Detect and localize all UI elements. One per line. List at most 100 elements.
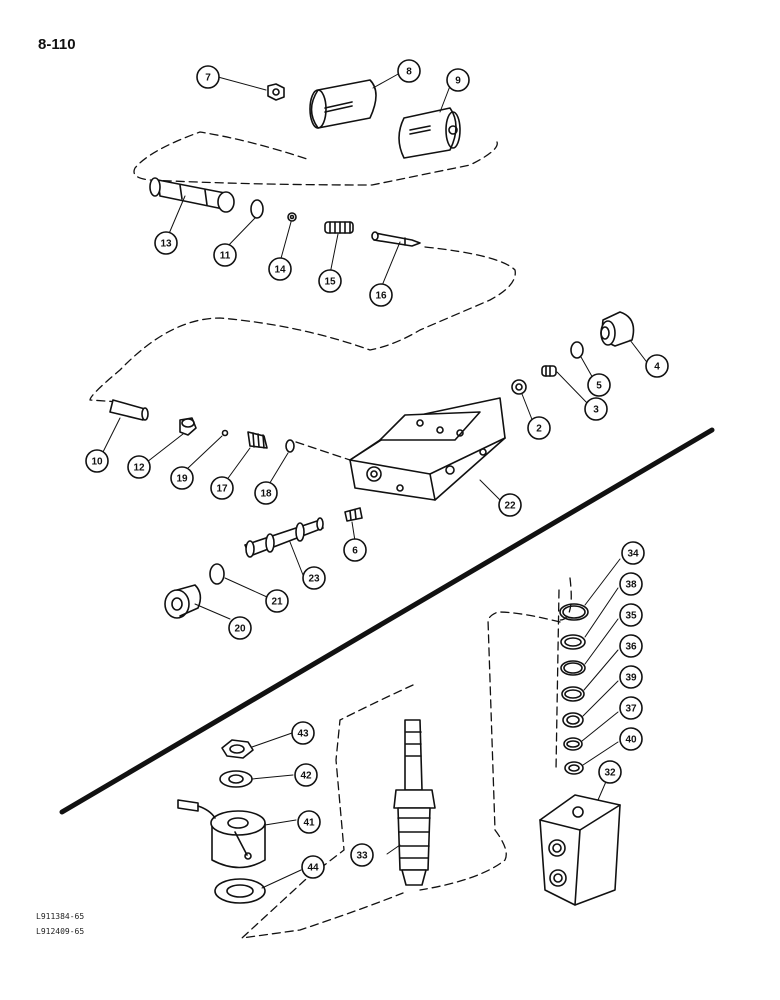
callout-label: 17	[216, 484, 228, 495]
group-outline-lines	[89, 131, 572, 939]
callout-label: 12	[133, 463, 145, 474]
section-divider-line	[59, 427, 715, 815]
ring-part-39	[562, 712, 584, 728]
callout-circle	[369, 283, 393, 307]
sleeve-part-8	[309, 79, 377, 129]
drawing-id-1: L911384-65	[36, 912, 85, 921]
callout-39: 39	[619, 665, 643, 689]
fitting-part-4	[600, 311, 635, 347]
leader-lines	[102, 72, 650, 889]
callout-label: 7	[205, 73, 211, 84]
callout-circle	[619, 634, 643, 658]
coil-part-41	[177, 799, 266, 869]
callout-21: 21	[265, 589, 289, 613]
valve-block-part-32	[539, 794, 621, 906]
callout-circle	[587, 373, 611, 397]
callout-label: 38	[625, 580, 637, 591]
callout-5: 5	[587, 373, 611, 397]
callout-8: 8	[397, 59, 421, 83]
callout-label: 14	[274, 265, 286, 276]
callout-40: 40	[619, 727, 643, 751]
callout-33: 33	[350, 843, 374, 867]
callout-label: 5	[596, 381, 602, 392]
callout-circle	[291, 721, 315, 745]
callout-19: 19	[170, 466, 194, 490]
callout-label: 34	[627, 549, 639, 560]
callout-circle	[265, 589, 289, 613]
valve-body-part-22	[349, 397, 506, 501]
callout-label: 4	[654, 362, 660, 373]
callout-circle	[170, 466, 194, 490]
callout-13: 13	[154, 231, 178, 255]
callout-42: 42	[294, 763, 318, 787]
callout-label: 21	[271, 597, 283, 608]
callout-circle	[213, 243, 237, 267]
callout-label: 2	[536, 424, 542, 435]
callout-2: 2	[527, 416, 551, 440]
fitting-part-17	[247, 431, 268, 449]
callout-label: 43	[297, 729, 309, 740]
callout-label: 10	[91, 457, 103, 468]
pin-part-10	[109, 399, 149, 421]
seal-ring-stack	[559, 603, 589, 775]
callout-circle	[619, 727, 643, 751]
callout-43: 43	[291, 721, 315, 745]
cartridge-valve-part-33	[393, 719, 436, 886]
washer-part-42	[219, 770, 253, 788]
nut-part-7	[267, 83, 285, 101]
callout-label: 35	[625, 611, 637, 622]
callout-circle	[297, 810, 321, 834]
drawing-id-2: L912409-65	[36, 927, 85, 936]
callout-circle	[598, 760, 622, 784]
ring-part-35	[560, 660, 586, 676]
callout-14: 14	[268, 257, 292, 281]
callout-label: 6	[352, 546, 358, 557]
callout-circle	[154, 231, 178, 255]
o-ring-part-18	[285, 439, 295, 453]
callout-12: 12	[127, 455, 151, 479]
callout-label: 20	[234, 624, 246, 635]
callout-label: 37	[625, 704, 637, 715]
callout-7: 7	[196, 65, 220, 89]
ring-part-38	[560, 634, 586, 650]
callout-circle	[85, 449, 109, 473]
callout-20: 20	[228, 616, 252, 640]
callout-4: 4	[645, 354, 669, 378]
callout-34: 34	[621, 541, 645, 565]
o-ring-part-21	[209, 563, 225, 585]
callout-32: 32	[598, 760, 622, 784]
callout-label: 22	[504, 501, 516, 512]
callout-label: 23	[308, 574, 320, 585]
callout-37: 37	[619, 696, 643, 720]
o-ring-part-11	[250, 199, 264, 219]
spool-part-23	[244, 517, 324, 558]
callout-circle	[294, 763, 318, 787]
callout-label: 16	[375, 291, 387, 302]
ball-part-19	[221, 429, 229, 437]
callout-label: 18	[260, 489, 272, 500]
callout-label: 3	[593, 405, 599, 416]
callout-label: 40	[625, 735, 637, 746]
ring-part-36	[561, 686, 585, 702]
callout-circle	[228, 616, 252, 640]
callout-circle	[127, 455, 151, 479]
callout-18: 18	[254, 481, 278, 505]
callout-label: 9	[455, 76, 461, 87]
callout-label: 44	[307, 863, 319, 874]
washer-part-44	[214, 878, 266, 904]
callout-label: 42	[300, 771, 312, 782]
rod-part-13	[149, 177, 235, 213]
callout-circle	[619, 696, 643, 720]
ring-part-40	[564, 761, 584, 775]
nut-part-43	[221, 739, 254, 759]
callout-17: 17	[210, 476, 234, 500]
ring-part-14	[287, 212, 297, 222]
callout-circle	[619, 572, 643, 596]
spring-part-15	[324, 221, 354, 234]
callout-38: 38	[619, 572, 643, 596]
callout-circle	[343, 538, 367, 562]
callout-label: 33	[356, 851, 368, 862]
callout-circle	[621, 541, 645, 565]
callout-circle	[210, 476, 234, 500]
